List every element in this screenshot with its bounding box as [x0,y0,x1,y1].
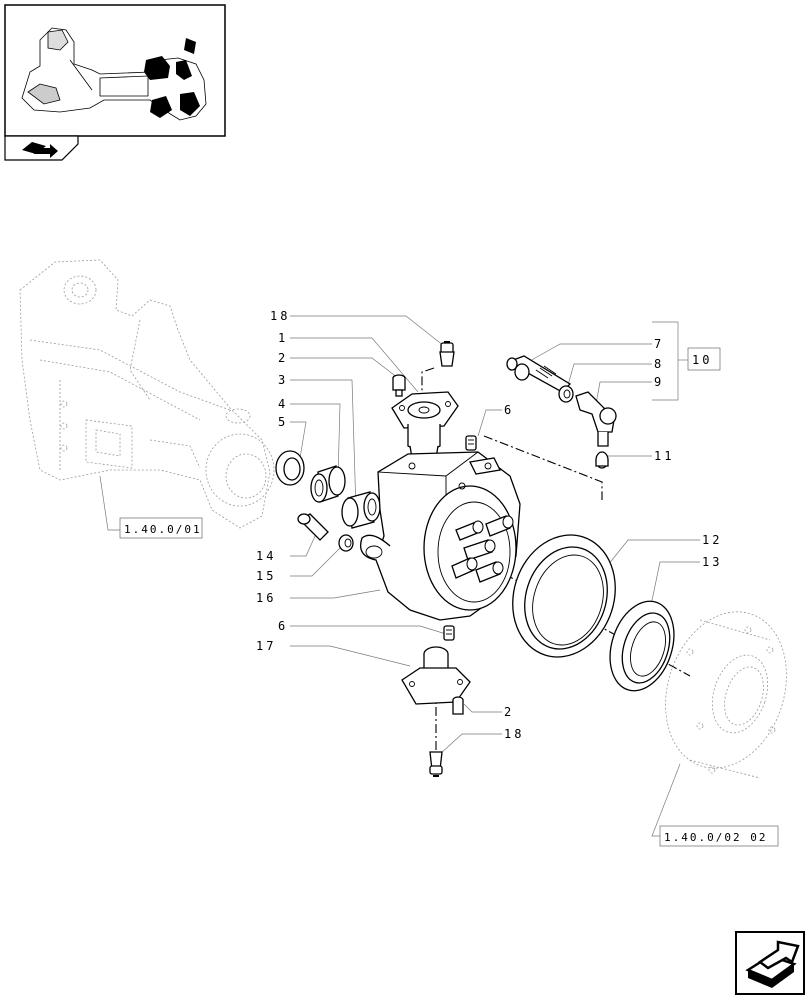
lower-pivot-pin[interactable] [401,646,471,705]
ref-link-right[interactable]: 1.40.0/02 02 [659,825,779,847]
pin-6-top[interactable] [465,435,477,451]
ref-label-right: 1.40.0/02 02 [664,831,767,844]
bolt-14[interactable] [297,513,329,541]
callout-13: 13 [702,555,722,569]
upper-pivot-pin[interactable] [391,391,459,462]
tie-rod-end-9[interactable] [575,391,617,447]
callout-labels: 18 1 2 3 4 5 6 7 8 9 11 12 13 14 15 16 6… [256,309,722,741]
pin-6-bottom[interactable] [443,625,455,641]
bolt-top[interactable] [392,374,406,397]
callout-6-bottom: 6 [278,619,288,633]
leader-lines [99,315,700,837]
callout-11: 11 [654,449,674,463]
nut-8[interactable] [558,385,574,403]
callout-15: 15 [256,569,276,583]
assembly-thumbnail[interactable] [4,4,226,137]
next-page-icon[interactable] [735,931,805,995]
grease-nipple-bottom[interactable] [429,751,443,777]
callout-18-bottom: 18 [504,727,524,741]
callout-3: 3 [278,373,288,387]
ghost-wheel-flange [665,611,787,779]
washer-15[interactable] [338,534,354,552]
steering-knuckle-16[interactable] [359,451,521,621]
callout-6-top: 6 [504,403,514,417]
grease-nipple-top[interactable] [439,341,455,367]
callout-17: 17 [256,639,276,653]
callout-10-box[interactable]: 10 [687,347,721,371]
callout-7: 7 [654,337,664,351]
callout-4: 4 [278,397,288,411]
tie-rod-7[interactable] [506,355,572,393]
seal-ring-5[interactable] [275,450,305,486]
seal-ring-12[interactable] [497,522,630,671]
seal-13[interactable] [599,593,684,699]
callout-1: 1 [278,331,288,345]
ref-label-left: 1.40.0/01 [124,523,202,536]
callout-12: 12 [702,533,722,547]
callout-18-top: 18 [270,309,290,323]
bearing-bushing-3[interactable] [341,491,381,529]
callout-2-bottom: 2 [504,705,514,719]
callout-9: 9 [654,375,664,389]
callout-16: 16 [256,591,276,605]
bushing-4[interactable] [310,465,346,503]
bolt-bottom[interactable] [452,696,464,715]
callout-10: 10 [692,353,712,367]
callout-2-top: 2 [278,351,288,365]
nut-11[interactable] [595,451,609,469]
callout-5: 5 [278,415,288,429]
ghost-axle-housing [19,259,275,529]
nav-arrow-icon[interactable] [4,135,79,161]
callout-14: 14 [256,549,276,563]
ref-link-left[interactable]: 1.40.0/01 [119,517,203,539]
callout-8: 8 [654,357,664,371]
